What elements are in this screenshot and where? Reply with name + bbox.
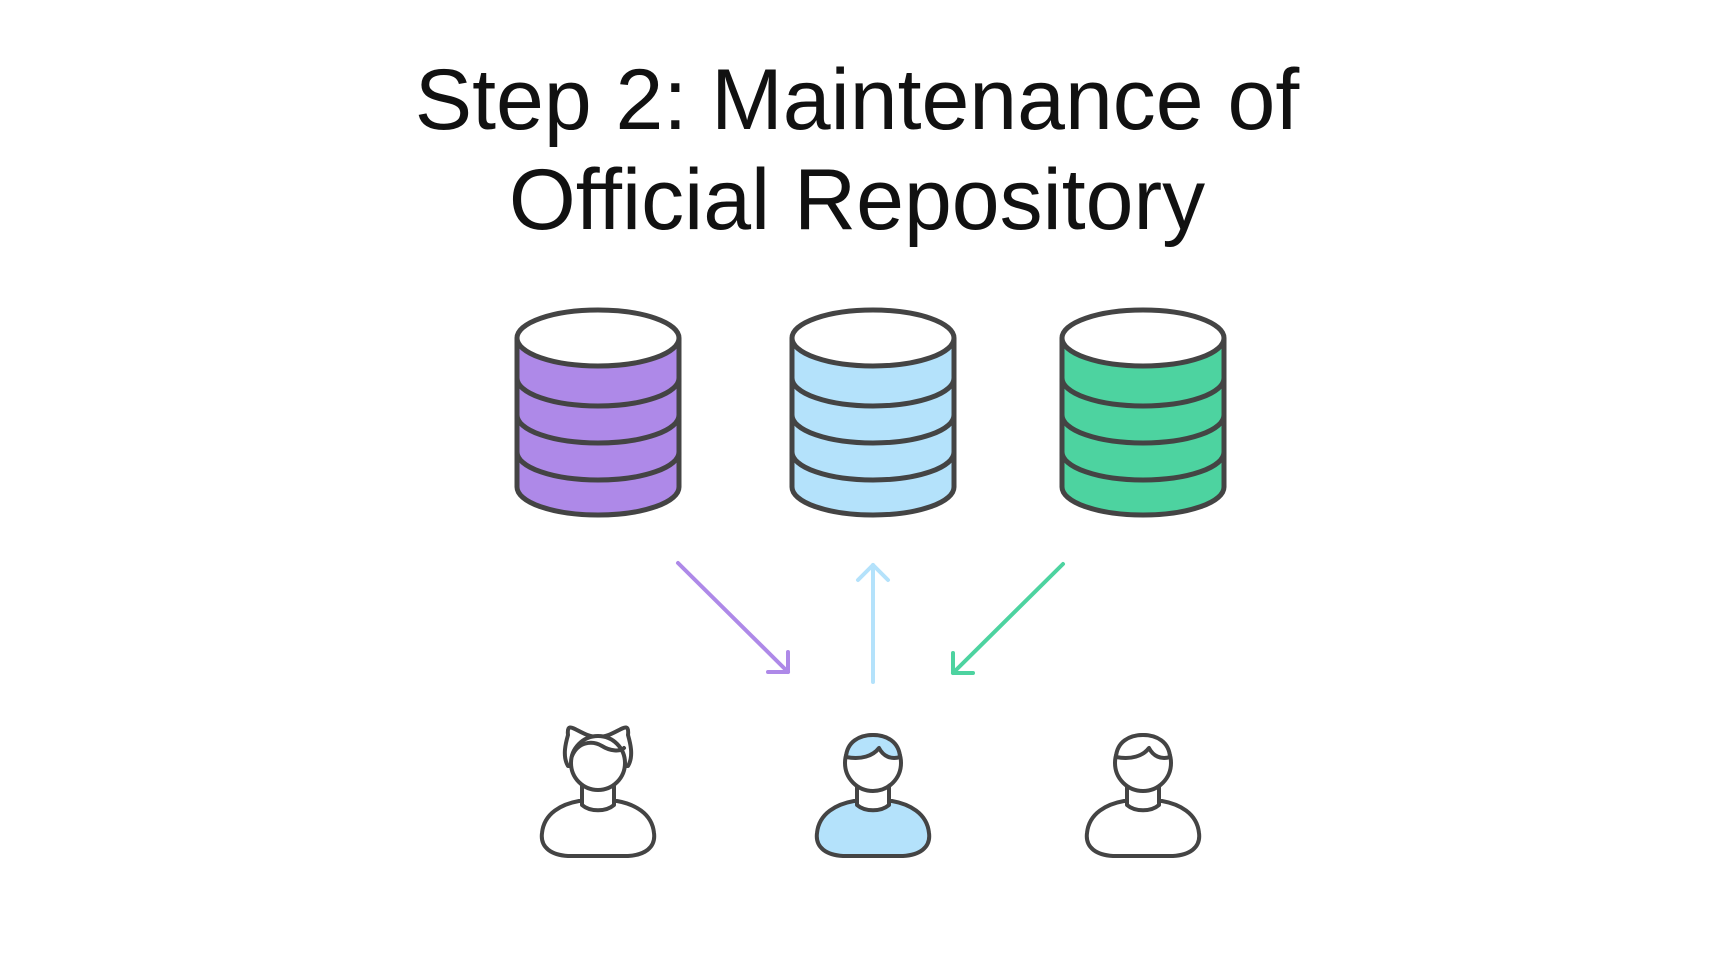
title-line-1: Step 2: Maintenance of [414, 52, 1300, 148]
male-user-icon [814, 733, 932, 858]
slide-title: Step 2: Maintenance of Official Reposito… [0, 50, 1714, 250]
arrow-blue-up [856, 563, 890, 684]
male-user-icon [1084, 733, 1202, 858]
database-icon [514, 307, 682, 518]
user-right [1084, 733, 1202, 858]
arrow-purple-down-right [676, 561, 790, 674]
female-user-icon [539, 725, 657, 858]
database-icon [1059, 307, 1227, 518]
user-center [814, 733, 932, 858]
database-icon [789, 307, 957, 518]
repository-purple [514, 307, 682, 518]
title-line-2: Official Repository [508, 152, 1206, 248]
repository-green [1059, 307, 1227, 518]
arrow-green-down-left [951, 562, 1065, 675]
repository-blue [789, 307, 957, 518]
user-left [539, 725, 657, 858]
